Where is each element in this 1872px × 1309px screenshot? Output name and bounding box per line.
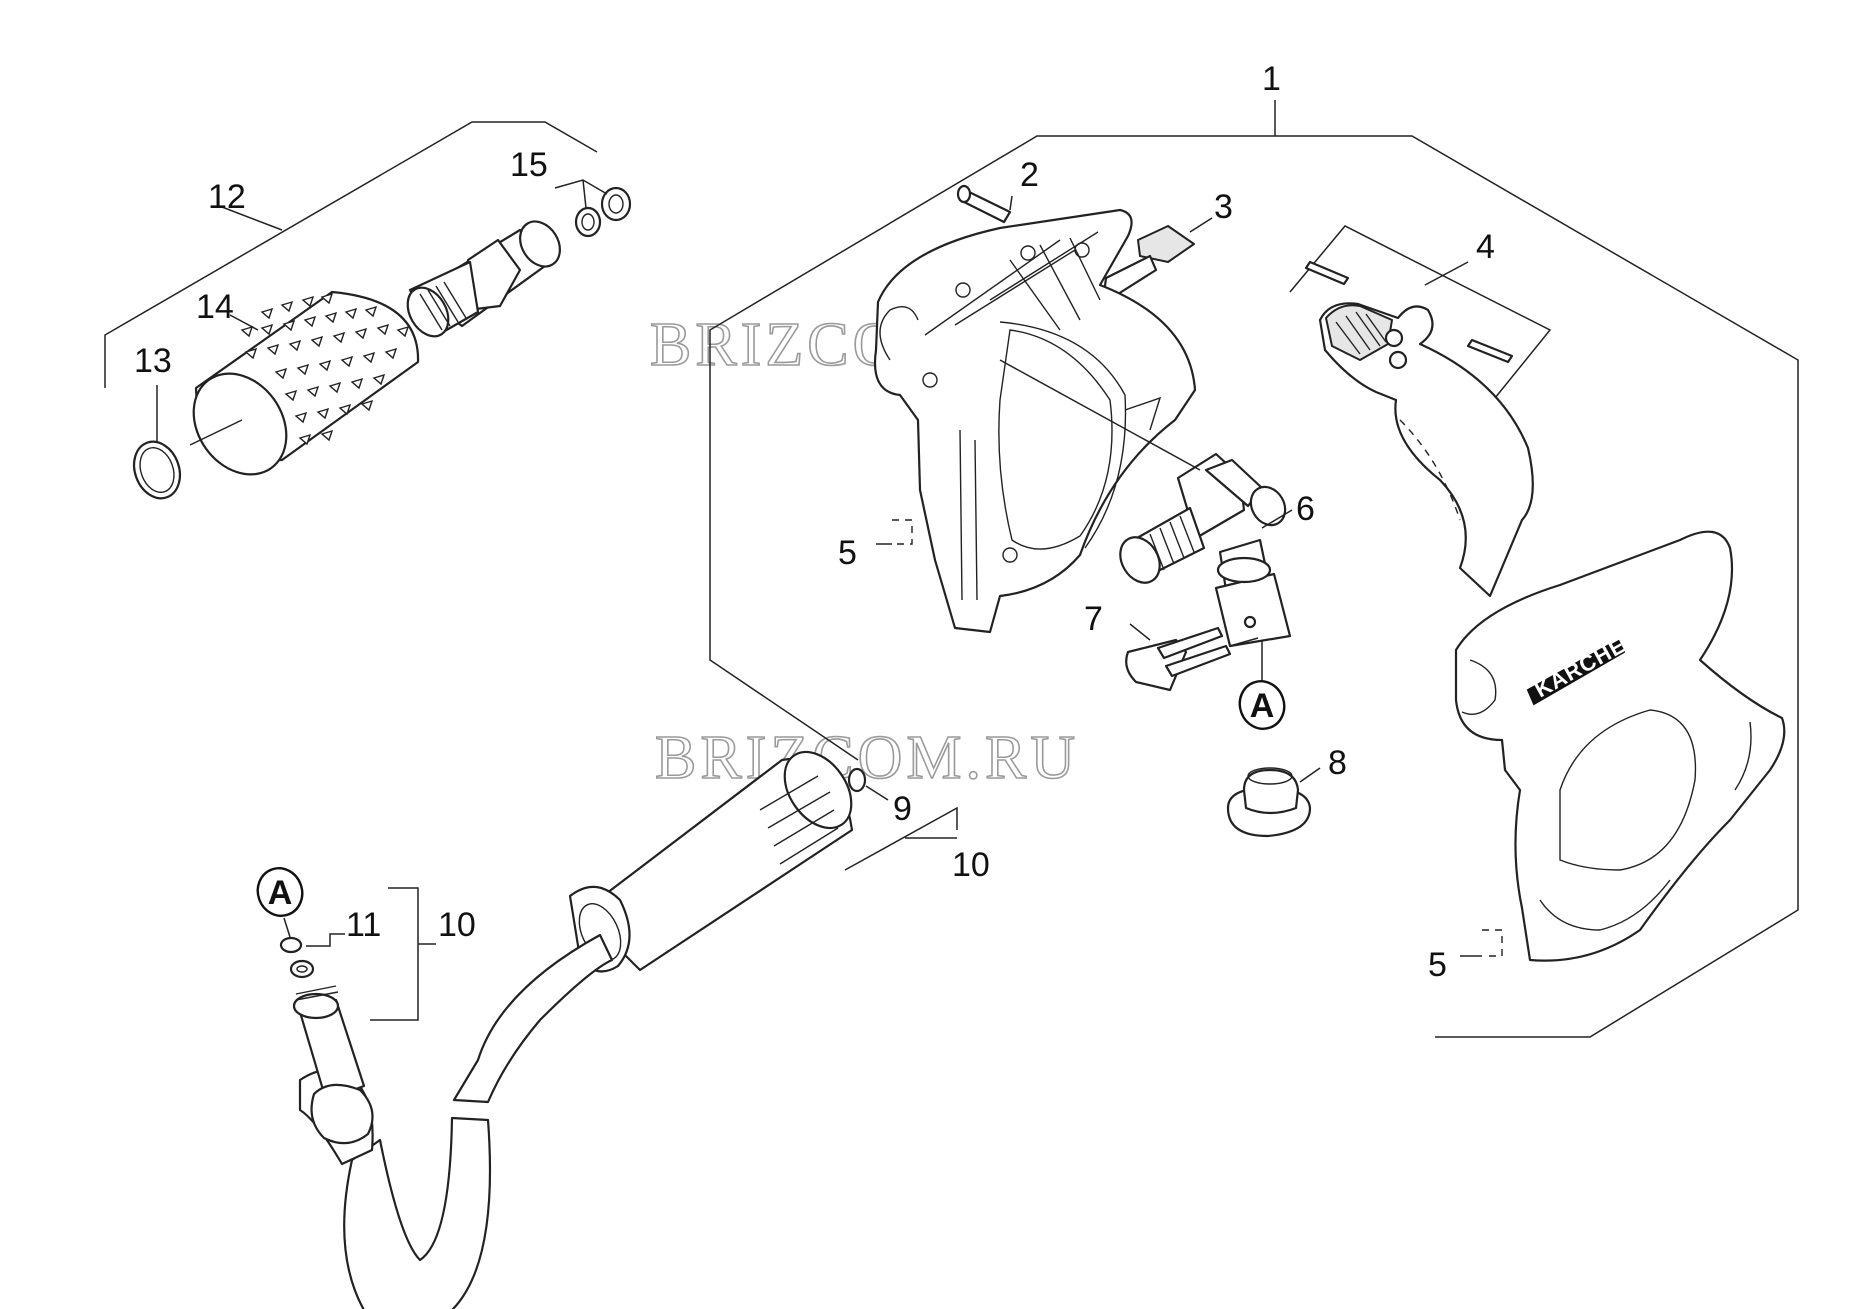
callout-6: 6	[1296, 490, 1315, 528]
part-11-o-rings	[279, 933, 345, 979]
callout-14: 14	[196, 288, 234, 326]
callout-5-lower: 5	[1428, 946, 1447, 984]
part-13-circlip	[132, 385, 182, 500]
callout-12-leader	[221, 206, 283, 231]
callout-15: 15	[510, 146, 548, 184]
part-9-o-ring	[847, 767, 889, 801]
part-14-perforated-sleeve	[189, 290, 420, 476]
callout-9: 9	[893, 790, 912, 828]
part-2-screw	[956, 184, 1013, 224]
group-10-lower-bracket	[370, 887, 419, 1021]
callout-7: 7	[1084, 600, 1103, 638]
assembly-1-bracket-left	[709, 135, 1275, 761]
callout-13: 13	[134, 342, 172, 380]
callout-3: 3	[1214, 188, 1233, 226]
part-10-hose-assembly	[292, 750, 854, 1309]
part-12-nozzle-connector	[406, 220, 561, 338]
callout-1: 1	[1262, 60, 1281, 98]
callout-4-leader	[1424, 261, 1469, 286]
callout-8: 8	[1328, 744, 1347, 782]
gun-housing-half-left	[874, 208, 1197, 634]
part-6-valve-elbow	[999, 359, 1293, 648]
part-4-trigger	[1304, 260, 1534, 598]
callout-10-lower: 10	[438, 906, 476, 944]
part-7-retaining-clip	[1125, 623, 1259, 692]
callout-5-upper: 5	[838, 534, 857, 572]
connection-mark-a-upper: A	[1238, 640, 1286, 730]
screw-position-marker-upper	[892, 519, 913, 545]
callout-4: 4	[1476, 228, 1495, 266]
connection-mark-a-lower-label: A	[268, 874, 293, 912]
group-10-upper-bracket	[844, 806, 958, 871]
callout-11: 11	[346, 906, 381, 944]
gun-housing-half-right: KÄRCHER	[1454, 530, 1786, 962]
group-12-bracket	[104, 121, 598, 388]
group-4-bracket	[1289, 225, 1552, 399]
assembly-1-bracket	[1275, 135, 1799, 1038]
connection-mark-a-upper-label: A	[1250, 687, 1275, 725]
connection-mark-a-lower: A	[256, 867, 304, 938]
part-8-grommet	[1226, 767, 1321, 838]
part-15-o-rings	[554, 179, 632, 238]
watermark-lower: BRIZCOM.RU	[655, 724, 1079, 792]
callout-12: 12	[208, 178, 246, 216]
callout-2: 2	[1020, 156, 1039, 194]
callout-10-upper: 10	[952, 846, 990, 884]
screw-position-marker-lower	[1482, 929, 1503, 957]
